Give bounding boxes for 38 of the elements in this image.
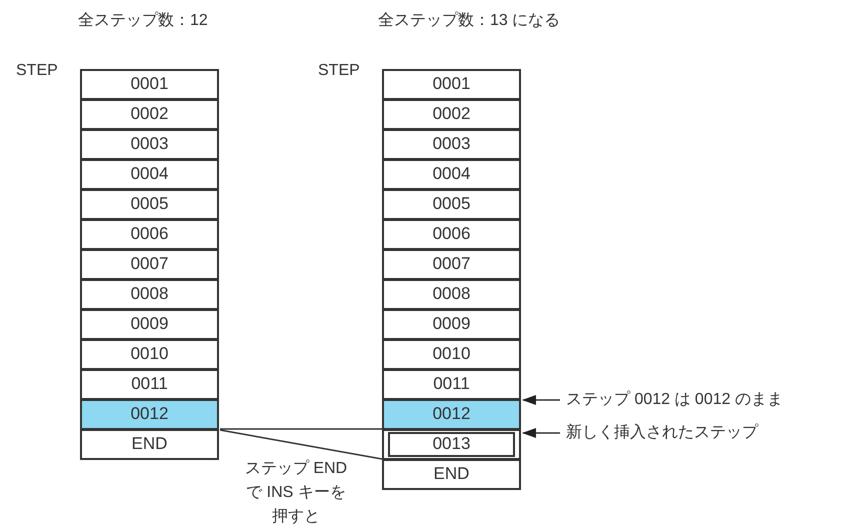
callout-text: ステップ 0012 は 0012 のまま: [566, 390, 783, 410]
step-cell: 0001: [80, 69, 219, 100]
step-cell: 0012: [382, 399, 521, 430]
step-cell: 0012: [80, 399, 219, 430]
step-cell: 0003: [80, 129, 219, 160]
step-cell: 0004: [382, 159, 521, 190]
step-cell: 0011: [80, 369, 219, 400]
step-cell: 0008: [382, 279, 521, 310]
step-cell: 0010: [382, 339, 521, 370]
step-cell: 0006: [382, 219, 521, 250]
step-cell: 0002: [80, 99, 219, 130]
step-cell: 0011: [382, 369, 521, 400]
step-cell: 0004: [80, 159, 219, 190]
step-cell: 0006: [80, 219, 219, 250]
step-cell: 0009: [382, 309, 521, 340]
arrow: [522, 395, 560, 405]
arrow: [522, 428, 560, 438]
column-label: STEP: [16, 62, 58, 80]
heading: 全ステップ数：12: [78, 10, 208, 31]
step-cell: 0003: [382, 129, 521, 160]
step-cell: 0009: [80, 309, 219, 340]
note: ステップ END で INS キーを押すと: [244, 458, 348, 525]
step-cell: END: [382, 459, 521, 490]
callout-text: 新しく挿入されたステップ: [566, 423, 758, 443]
step-cell: 0008: [80, 279, 219, 310]
step-cell: 0007: [80, 249, 219, 280]
connector-line: [220, 428, 382, 430]
step-cell: 0001: [382, 69, 521, 100]
column-label: STEP: [318, 62, 360, 80]
step-cell: 0007: [382, 249, 521, 280]
step-cell: 0010: [80, 339, 219, 370]
step-cell: 0005: [80, 189, 219, 220]
heading: 全ステップ数：13 になる: [378, 10, 560, 31]
connector-line: [220, 429, 382, 460]
step-cell: 0013: [382, 429, 521, 460]
step-cell: 0005: [382, 189, 521, 220]
step-cell: END: [80, 429, 219, 460]
step-cell: 0002: [382, 99, 521, 130]
